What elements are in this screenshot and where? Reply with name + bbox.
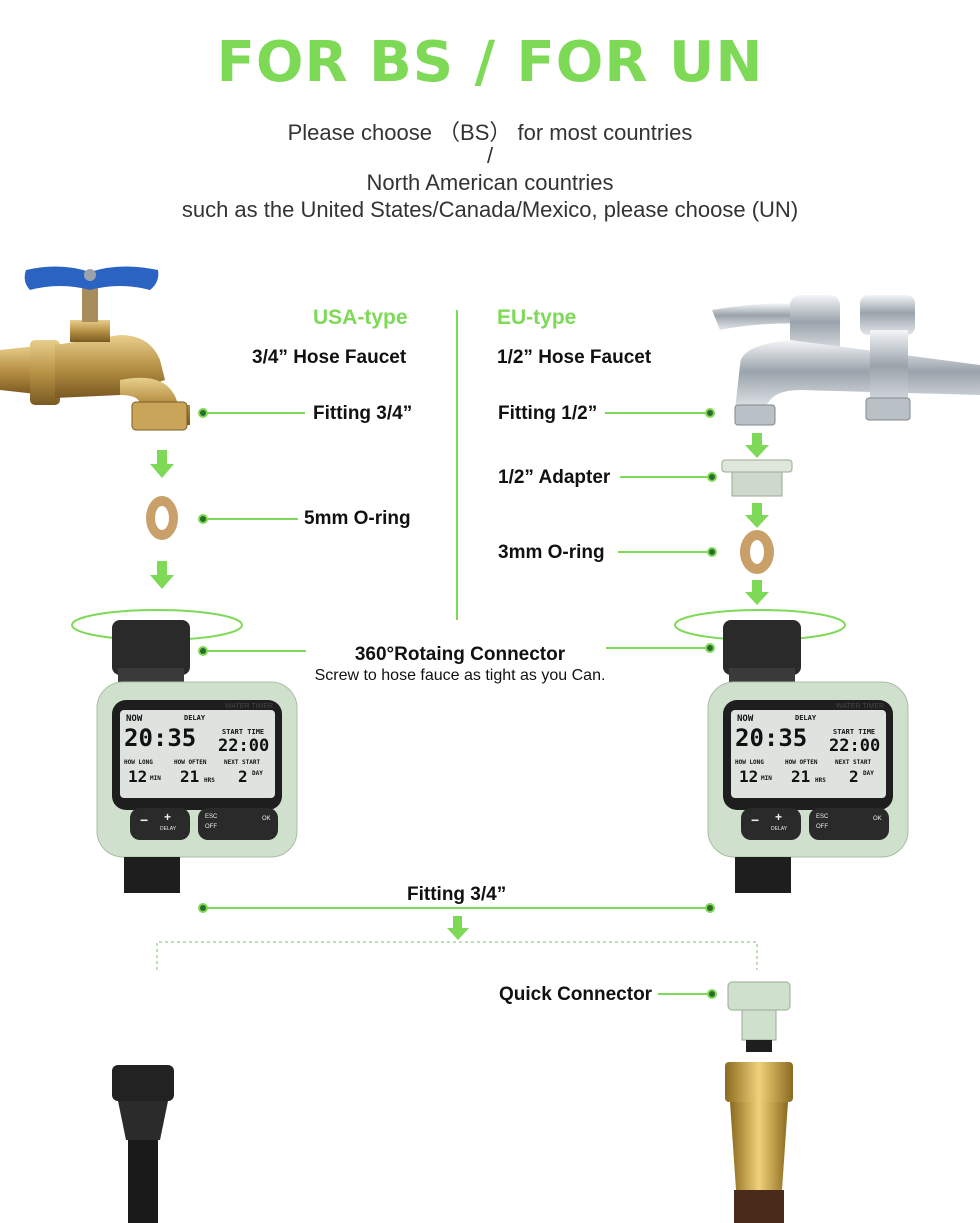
eu-oring-label: 3mm O-ring xyxy=(498,542,605,563)
left-ok-button[interactable]: OK xyxy=(262,816,271,822)
subtitle-line-2: / xyxy=(486,143,494,168)
lcd-how-long-val: 12 xyxy=(739,767,759,786)
lcd-next-start: NEXT START xyxy=(835,759,872,766)
lcd-how-long-unit: MIN xyxy=(150,775,161,782)
right-off-label: OFF xyxy=(816,824,828,830)
lcd-how-often-val: 21 xyxy=(180,767,200,786)
lcd-now: NOW xyxy=(737,714,754,724)
eu-oring-graphic xyxy=(740,530,774,574)
eu-chrome-faucet xyxy=(712,295,980,426)
lcd-how-long-unit: MIN xyxy=(761,775,772,782)
quick-connector-label: Quick Connector xyxy=(499,984,653,1005)
left-timer-lcd: NOW DELAY 20:35 START TIME 22:00 HOW LON… xyxy=(122,712,272,796)
right-minus-button[interactable]: − xyxy=(751,812,760,828)
subtitle-line-3: North American countries xyxy=(366,170,614,195)
lcd-next-start: NEXT START xyxy=(224,759,261,766)
lcd-how-often-val: 21 xyxy=(791,767,811,786)
left-minus-button[interactable]: − xyxy=(140,812,149,828)
quick-connector-graphic xyxy=(725,981,793,1223)
lcd-next-start-unit: DAY xyxy=(252,770,263,777)
connector-note: Screw to hose fauce as tight as you Can. xyxy=(314,667,606,684)
lcd-how-long: HOW LONG xyxy=(735,759,764,766)
left-off-label: OFF xyxy=(205,824,217,830)
eu-fitting-label: Fitting 1/2” xyxy=(498,403,598,424)
left-timer-brand: WATER TIMER xyxy=(225,703,274,710)
lcd-how-often-unit: HRS xyxy=(204,777,215,784)
lcd-delay: DELAY xyxy=(795,714,817,722)
right-ok-button[interactable]: OK xyxy=(873,816,882,822)
lcd-start-value: 22:00 xyxy=(829,736,881,756)
left-plus-button[interactable]: + xyxy=(164,810,172,824)
eu-faucet-label: 1/2” Hose Faucet xyxy=(497,347,652,368)
down-arrows xyxy=(150,433,769,940)
lcd-next-start-unit: DAY xyxy=(863,770,874,777)
usa-oring-graphic xyxy=(146,496,178,540)
right-timer-lcd: NOW DELAY 20:35 START TIME 22:00 HOW LON… xyxy=(733,712,883,796)
lcd-start-value: 22:00 xyxy=(218,736,270,756)
dashed-bracket xyxy=(156,941,758,970)
eu-adapter-graphic xyxy=(721,459,793,497)
subtitle-line-4: such as the United States/Canada/Mexico,… xyxy=(181,197,799,222)
lcd-clock: 20:35 xyxy=(124,724,197,752)
left-timer-graphic xyxy=(96,620,298,893)
lcd-delay: DELAY xyxy=(184,714,206,722)
bottom-fitting-label: Fitting 3/4” xyxy=(407,884,507,905)
usa-brass-faucet xyxy=(0,266,190,431)
lcd-now: NOW xyxy=(126,714,143,724)
lcd-how-long: HOW LONG xyxy=(124,759,153,766)
left-delay-button-label: DELAY xyxy=(160,826,177,832)
lcd-how-long-val: 12 xyxy=(128,767,148,786)
right-timer-graphic xyxy=(707,620,909,893)
usa-fitting-label: Fitting 3/4” xyxy=(313,403,413,424)
black-hose-connector xyxy=(112,1065,174,1223)
right-delay-button-label: DELAY xyxy=(771,826,788,832)
callout-lines xyxy=(198,408,717,999)
page-title: FOR BS / FOR UN xyxy=(216,30,764,95)
eu-type-label: EU-type xyxy=(497,306,577,329)
lcd-how-often-unit: HRS xyxy=(815,777,826,784)
lcd-start-label: START TIME xyxy=(222,728,265,736)
usa-type-label: USA-type xyxy=(313,306,408,329)
right-timer-brand: WATER TIMER xyxy=(836,703,885,710)
lcd-how-often: HOW OFTEN xyxy=(174,759,207,766)
right-plus-button[interactable]: + xyxy=(775,810,783,824)
lcd-next-start-val: 2 xyxy=(238,767,248,786)
eu-adapter-label: 1/2” Adapter xyxy=(498,467,611,488)
right-esc-button[interactable]: ESC xyxy=(816,814,829,820)
left-esc-button[interactable]: ESC xyxy=(205,814,218,820)
usa-oring-label: 5mm O-ring xyxy=(304,508,411,529)
lcd-start-label: START TIME xyxy=(833,728,876,736)
lcd-clock: 20:35 xyxy=(735,724,808,752)
usa-faucet-label: 3/4” Hose Faucet xyxy=(252,347,407,368)
lcd-next-start-val: 2 xyxy=(849,767,859,786)
connector-title: 360°Rotaing Connector xyxy=(354,644,566,665)
subtitle-line-1: Please choose （BS） for most countries xyxy=(287,120,693,145)
lcd-how-often: HOW OFTEN xyxy=(785,759,818,766)
